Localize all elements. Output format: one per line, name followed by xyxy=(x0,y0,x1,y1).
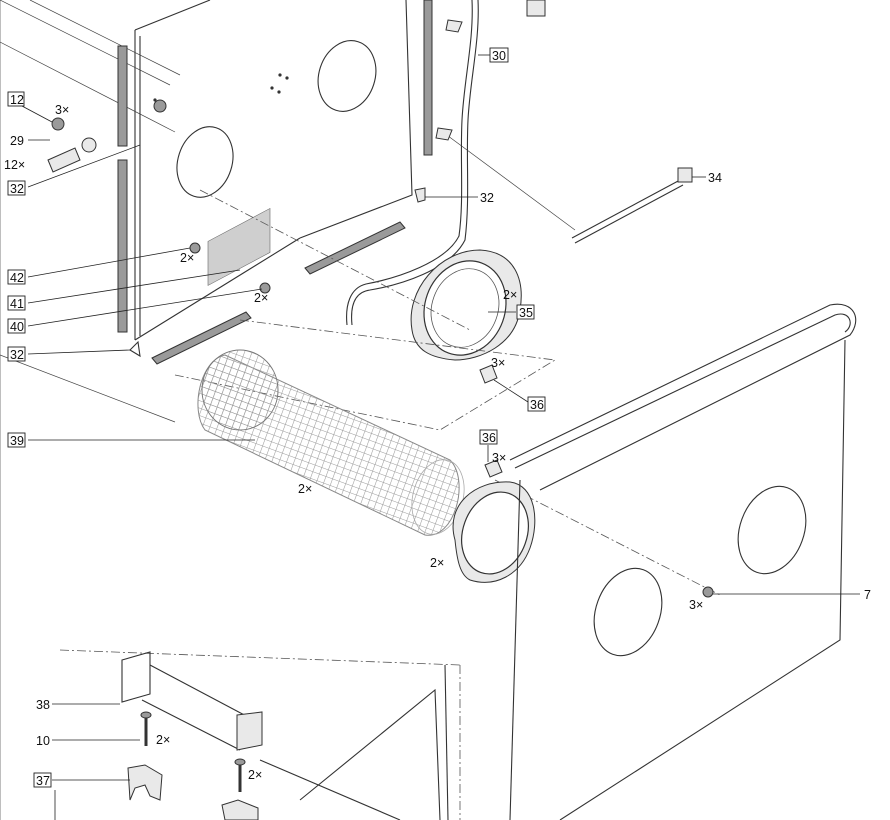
svg-text:32: 32 xyxy=(10,182,24,196)
dash-outlines xyxy=(59,189,721,820)
svg-text:41: 41 xyxy=(10,297,24,311)
flange-35 xyxy=(410,249,522,361)
qty-7: 3× xyxy=(689,598,703,612)
svg-text:29: 29 xyxy=(10,134,24,148)
quantity-labels: 3× 2× 2× 2× 3× 3× 2× 2× 3× 2× 2× xyxy=(55,103,703,782)
callout-12: 12 xyxy=(7,91,25,107)
qty-10: 2× xyxy=(156,733,170,747)
qty-36-upper: 3× xyxy=(491,356,505,370)
svg-text:7: 7 xyxy=(864,588,871,602)
svg-text:32: 32 xyxy=(480,191,494,205)
svg-text:34: 34 xyxy=(708,171,722,185)
leader-lines xyxy=(21,54,860,781)
hardware xyxy=(47,99,503,478)
flange-lower xyxy=(452,481,536,583)
callout-39: 39 xyxy=(7,432,26,448)
callout-30: 30 xyxy=(489,47,509,63)
callout-29: 29 xyxy=(10,134,24,148)
svg-text:42: 42 xyxy=(10,271,24,285)
callout-10: 10 xyxy=(36,734,50,748)
callout-34: 34 xyxy=(708,171,722,185)
qty-42: 2× xyxy=(180,251,194,265)
callout-32-mid: 32 xyxy=(480,191,494,205)
cable-tie-34 xyxy=(571,167,693,244)
callout-7: 7 xyxy=(864,588,871,602)
callout-40: 40 xyxy=(7,318,26,334)
qty-nut-12: 3× xyxy=(55,103,69,117)
callout-41: 41 xyxy=(7,295,26,311)
frame-lines xyxy=(0,0,576,820)
callout-36-lower: 36 xyxy=(479,429,498,445)
qty-mesh: 2× xyxy=(298,482,312,496)
callout-37: 37 xyxy=(33,772,52,788)
callout-35: 35 xyxy=(516,304,535,320)
qty-35: 2× xyxy=(503,288,517,302)
svg-text:10: 10 xyxy=(36,734,50,748)
qty-40: 2× xyxy=(254,291,268,305)
callout-38: 38 xyxy=(36,698,50,712)
svg-text:36: 36 xyxy=(530,398,544,412)
callout-labels: 12 29 12× 32 30 34 32 42 41 xyxy=(4,47,871,788)
bottom-inset xyxy=(54,651,449,820)
callout-36-upper: 36 xyxy=(527,396,546,412)
hose-30 xyxy=(346,0,546,326)
svg-text:38: 38 xyxy=(36,698,50,712)
svg-text:12: 12 xyxy=(10,93,24,107)
svg-text:37: 37 xyxy=(36,774,50,788)
svg-text:36: 36 xyxy=(482,431,496,445)
svg-text:12×: 12× xyxy=(4,158,25,172)
callout-32-top: 32 xyxy=(7,180,26,196)
callout-32-low: 32 xyxy=(7,346,26,362)
qty-screw-2: 2× xyxy=(248,768,262,782)
svg-text:30: 30 xyxy=(492,49,506,63)
svg-text:35: 35 xyxy=(519,306,533,320)
svg-text:39: 39 xyxy=(10,434,24,448)
main-housing xyxy=(509,303,857,820)
callout-12x: 12× xyxy=(4,158,25,172)
callout-42: 42 xyxy=(7,269,26,285)
svg-text:40: 40 xyxy=(10,320,24,334)
svg-text:32: 32 xyxy=(10,348,24,362)
mesh-cylinder-39 xyxy=(197,349,465,536)
rear-panel xyxy=(117,0,433,365)
qty-36-lower: 3× xyxy=(492,451,506,465)
qty-flange: 2× xyxy=(430,556,444,570)
